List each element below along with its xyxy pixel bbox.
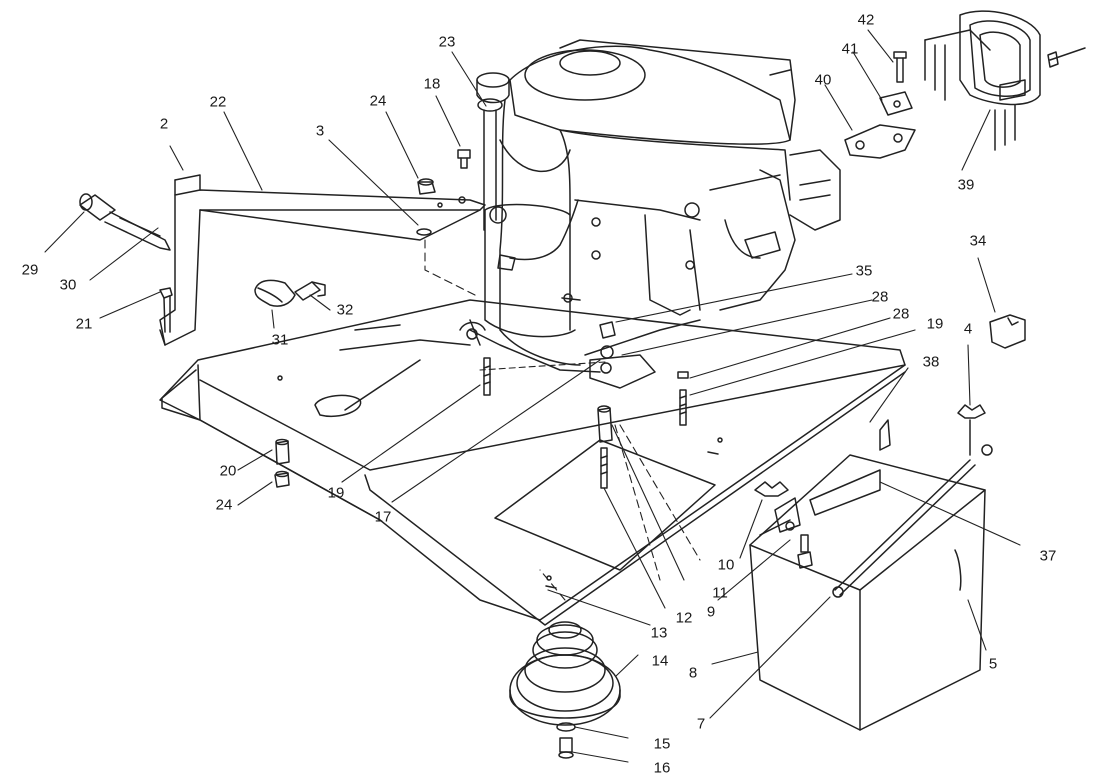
callout-29: 29 bbox=[21, 261, 39, 279]
shaft-30 bbox=[104, 211, 171, 251]
callout-41: 41 bbox=[841, 40, 859, 58]
callout-34: 34 bbox=[969, 232, 987, 250]
callout-12: 12 bbox=[675, 609, 693, 627]
bolt-21 bbox=[159, 287, 173, 333]
callout-28-a: 28 bbox=[871, 288, 889, 306]
callout-40: 40 bbox=[814, 71, 832, 89]
washer-3 bbox=[416, 228, 432, 236]
bracket-41 bbox=[879, 91, 913, 116]
wing-nut-4 bbox=[957, 404, 993, 456]
callout-35: 35 bbox=[855, 262, 873, 280]
spacer-20 bbox=[275, 438, 290, 465]
callout-21: 21 bbox=[75, 315, 93, 333]
fitting-32 bbox=[294, 281, 326, 301]
callout-19-right: 19 bbox=[926, 315, 944, 333]
callout-30: 30 bbox=[59, 276, 77, 294]
bracket-28 bbox=[589, 345, 656, 389]
wing-nut-10 bbox=[754, 481, 789, 497]
callout-10: 10 bbox=[717, 556, 735, 574]
nut-24-top bbox=[417, 178, 436, 195]
bolt-9 bbox=[797, 534, 813, 569]
callout-31: 31 bbox=[271, 331, 289, 349]
callout-32: 32 bbox=[336, 301, 354, 319]
terminal-cover-34 bbox=[989, 314, 1026, 349]
battery-bracket-38 bbox=[879, 419, 891, 451]
frame-plate bbox=[159, 299, 906, 626]
muffler-guard-39 bbox=[924, 10, 1086, 151]
pulley bbox=[509, 621, 621, 726]
callout-38: 38 bbox=[922, 353, 940, 371]
engine bbox=[459, 39, 841, 373]
knob-29 bbox=[79, 193, 116, 221]
callout-19-left: 19 bbox=[327, 484, 345, 502]
callout-37: 37 bbox=[1039, 547, 1057, 565]
bolt-42 bbox=[893, 51, 907, 83]
callout-24-bottom: 24 bbox=[215, 496, 233, 514]
callout-14: 14 bbox=[651, 652, 669, 670]
callout-9: 9 bbox=[706, 603, 716, 621]
callout-7: 7 bbox=[696, 715, 706, 733]
callout-15: 15 bbox=[653, 735, 671, 753]
gasket-40 bbox=[844, 124, 916, 159]
nut-35 bbox=[599, 321, 616, 339]
frame-bolt-left bbox=[483, 357, 491, 396]
battery bbox=[749, 454, 986, 731]
callout-20: 20 bbox=[219, 462, 237, 480]
callout-42: 42 bbox=[857, 11, 875, 29]
bolt-19-right bbox=[677, 371, 689, 426]
pulley-washer-bolt bbox=[556, 722, 576, 759]
throttle-bracket bbox=[159, 174, 486, 346]
spacer-bolt-12-13 bbox=[597, 405, 613, 489]
nut-24-bottom bbox=[274, 470, 290, 488]
callout-5: 5 bbox=[988, 655, 998, 673]
callout-18: 18 bbox=[423, 75, 441, 93]
callout-39: 39 bbox=[957, 176, 975, 194]
callout-3: 3 bbox=[315, 122, 325, 140]
callout-28-b: 28 bbox=[892, 305, 910, 323]
bolt-18 bbox=[457, 149, 471, 169]
callout-4: 4 bbox=[963, 320, 973, 338]
elbow-31 bbox=[254, 279, 296, 307]
terminal-11 bbox=[759, 497, 801, 536]
callout-2: 2 bbox=[159, 115, 169, 133]
leader-lines bbox=[44, 29, 1021, 763]
callout-17: 17 bbox=[374, 508, 392, 526]
callout-24-top: 24 bbox=[369, 92, 387, 110]
callout-13: 13 bbox=[650, 624, 668, 642]
callout-11: 11 bbox=[712, 584, 728, 602]
callout-8: 8 bbox=[688, 664, 698, 682]
callout-16: 16 bbox=[653, 759, 671, 777]
callout-22: 22 bbox=[209, 93, 227, 111]
callout-23: 23 bbox=[438, 33, 456, 51]
battery-rod-37 bbox=[832, 459, 976, 598]
